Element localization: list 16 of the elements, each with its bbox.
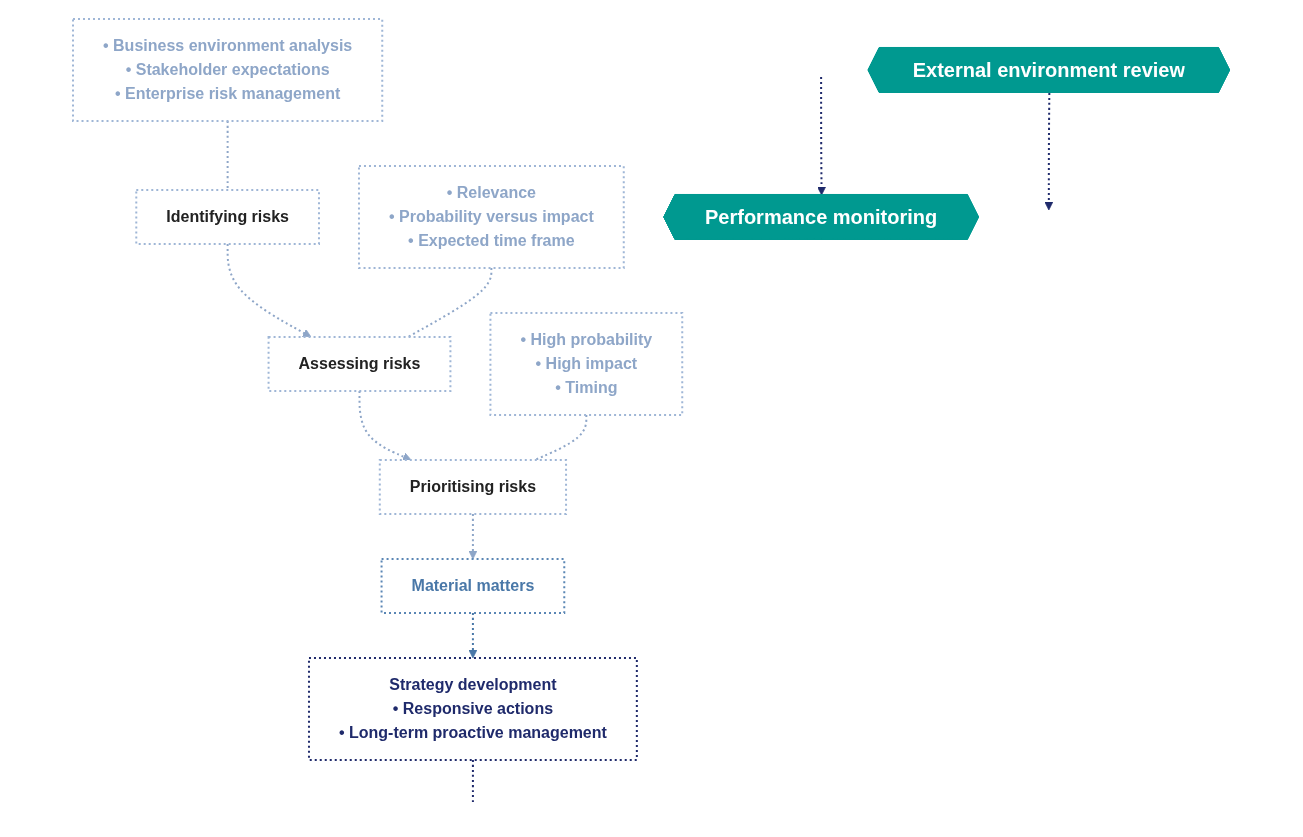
arrow xyxy=(468,611,478,658)
node-box: Prioritising risks xyxy=(379,458,568,515)
node-box: • Relevance • Probability versus impact • Expected time frame xyxy=(358,164,625,269)
connector xyxy=(534,413,588,461)
node-box: Assessing risks xyxy=(267,335,452,392)
arrow xyxy=(468,512,478,559)
node-box: Material matters xyxy=(380,557,566,614)
node-box: • Business environment analysis • Stakeholder expectations • Enterprise risk management xyxy=(72,17,384,122)
node-box: Strategy development • Responsive actions • Long-term proactive management xyxy=(308,656,639,761)
arrow xyxy=(226,242,312,337)
arrow xyxy=(1044,91,1054,210)
arrow xyxy=(817,75,827,195)
connector xyxy=(226,119,229,191)
node-box: • High probability • High impact • Timing xyxy=(489,311,684,416)
node-box: Identifying risks xyxy=(135,188,321,245)
arrow xyxy=(358,389,412,461)
